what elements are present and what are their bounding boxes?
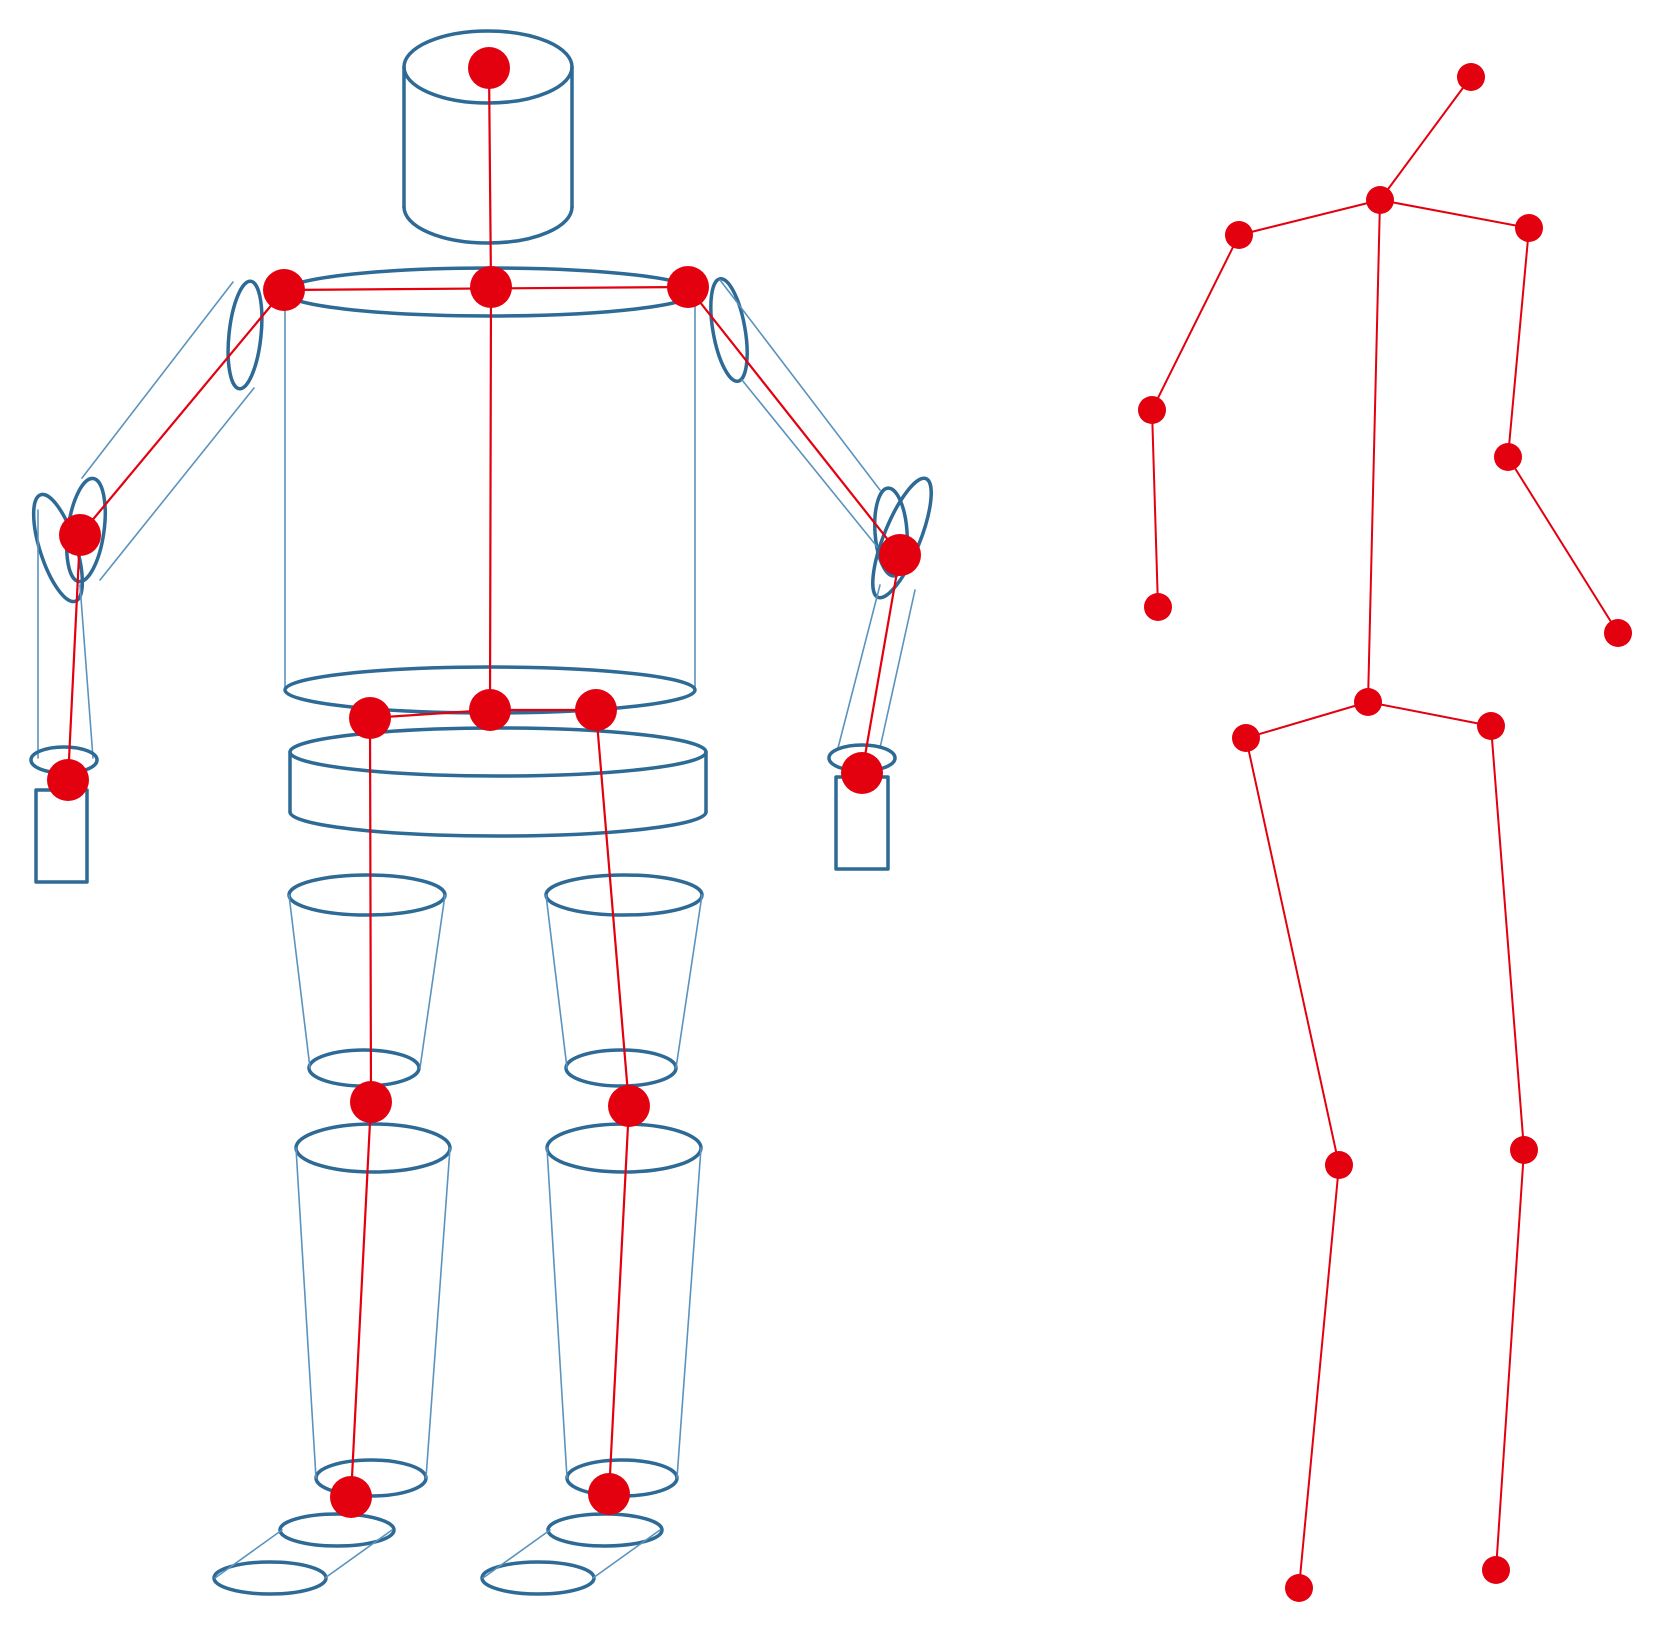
skel-right-hip-joint xyxy=(1477,712,1505,740)
skel-right-ankle-joint xyxy=(1482,1556,1510,1584)
left-hip-joint xyxy=(349,697,391,739)
head-joint xyxy=(468,47,510,89)
right-knee-joint xyxy=(608,1085,650,1127)
skeleton-joints xyxy=(1138,63,1632,1602)
pelvis-cylinder xyxy=(288,726,708,838)
right-shank-cylinder xyxy=(545,1122,703,1498)
right-forearm-cylinder xyxy=(827,476,933,773)
skel-left-hip-joint xyxy=(1232,724,1260,752)
skel-right-shoulder-joint xyxy=(1515,214,1543,242)
skel-left-shoulder-joint xyxy=(1225,221,1253,249)
left-shoulder-joint xyxy=(263,269,305,311)
skeleton-model xyxy=(1138,63,1632,1602)
skel-left-wrist-joint xyxy=(1144,593,1172,621)
skel-left-elbow-joint xyxy=(1138,396,1166,424)
left-thigh-cylinder xyxy=(287,873,447,1088)
right-upper-arm-cylinder xyxy=(709,276,910,578)
pelvis-center-joint xyxy=(469,689,511,731)
left-elbow-joint xyxy=(59,514,101,556)
skel-neck-joint xyxy=(1366,186,1394,214)
skel-right-elbow-joint xyxy=(1494,443,1522,471)
right-elbow-joint xyxy=(879,534,921,576)
head-cylinder xyxy=(402,29,574,245)
skel-right-wrist-joint xyxy=(1604,619,1632,647)
skel-left-ankle-joint xyxy=(1285,1574,1313,1602)
right-ankle-joint xyxy=(588,1473,630,1515)
left-shank-cylinder xyxy=(294,1122,452,1498)
embedded-skeleton-joints xyxy=(47,47,921,1518)
right-foot-cylinder xyxy=(480,1512,664,1596)
skeleton-bones xyxy=(1151,76,1619,1589)
left-knee-joint xyxy=(350,1081,392,1123)
skel-head-joint xyxy=(1457,63,1485,91)
right-wrist-joint xyxy=(841,752,883,794)
left-wrist-joint xyxy=(47,759,89,801)
skel-pelvis-joint xyxy=(1354,688,1382,716)
left-hand-block xyxy=(34,788,89,884)
skel-right-knee-joint xyxy=(1510,1136,1538,1164)
right-thigh-cylinder xyxy=(544,873,704,1088)
neck-joint xyxy=(470,266,512,308)
cylinder-body-model xyxy=(29,29,933,1596)
left-ankle-joint xyxy=(330,1476,372,1518)
right-shoulder-joint xyxy=(667,266,709,308)
skel-left-knee-joint xyxy=(1325,1151,1353,1179)
right-hip-joint xyxy=(575,689,617,731)
left-foot-cylinder xyxy=(212,1512,396,1596)
